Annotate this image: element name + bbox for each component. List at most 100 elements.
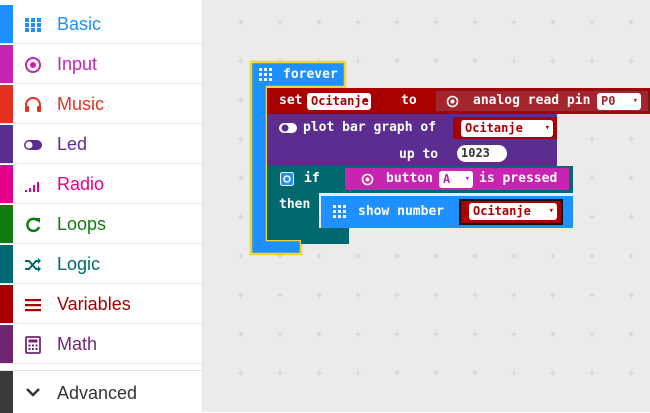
grid-mark [238, 253, 244, 259]
grid-mark [433, 331, 439, 337]
variable-dropdown[interactable]: Ocitanje▾ [461, 120, 553, 137]
grid-mark [316, 253, 322, 259]
toggle-icon [279, 123, 297, 133]
button-dropdown[interactable]: A▾ [439, 171, 473, 188]
grid-mark [589, 175, 595, 181]
category-color-bar [0, 245, 13, 283]
category-radio[interactable]: Radio [0, 165, 202, 204]
gear-icon[interactable] [280, 172, 294, 186]
category-label: Led [57, 134, 88, 154]
grid-mark [355, 19, 361, 25]
shuffle-icon [25, 258, 41, 272]
grid-mark [433, 370, 439, 376]
grid-icon [333, 205, 346, 218]
grid-mark [550, 292, 556, 298]
grid-mark [511, 292, 517, 298]
category-logic[interactable]: Logic [0, 245, 202, 284]
grid-mark [238, 136, 244, 142]
grid-mark [316, 331, 322, 337]
plot-label: plot bar graph of [303, 120, 437, 135]
toolbox-sidebar: Basic Input Music Led [0, 0, 203, 413]
category-loops[interactable]: Loops [0, 205, 202, 244]
signal-bars-icon [25, 182, 39, 192]
grid-mark [472, 370, 478, 376]
grid-mark [238, 58, 244, 64]
grid-mark [394, 331, 400, 337]
category-color-bar [0, 5, 13, 43]
grid-mark [277, 370, 283, 376]
target-icon [361, 173, 374, 186]
toggle-icon [24, 140, 42, 150]
grid-mark [589, 370, 595, 376]
category-label: Variables [57, 294, 131, 314]
grid-mark [511, 253, 517, 259]
grid-mark [589, 331, 595, 337]
grid-mark [628, 331, 634, 337]
category-label: Math [57, 334, 98, 354]
grid-mark [277, 19, 283, 25]
grid-mark [238, 370, 244, 376]
grid-mark [472, 19, 478, 25]
grid-mark [589, 292, 595, 298]
grid-mark [628, 136, 634, 142]
grid-mark [277, 292, 283, 298]
grid-mark [433, 292, 439, 298]
grid-mark [472, 253, 478, 259]
to-label: to [401, 93, 417, 108]
grid-mark [550, 331, 556, 337]
variable-dropdown[interactable]: Ocitanje▾ [469, 203, 557, 220]
grid-mark [550, 58, 556, 64]
category-label: Music [57, 94, 105, 114]
grid-mark [394, 19, 400, 25]
category-label: Basic [57, 14, 102, 34]
pin-dropdown[interactable]: P0▾ [597, 93, 641, 110]
refresh-icon [26, 217, 41, 233]
category-color-bar [0, 125, 13, 163]
category-math[interactable]: Math [0, 325, 202, 364]
category-advanced[interactable]: Advanced [0, 370, 202, 413]
grid-mark [433, 58, 439, 64]
grid-mark [394, 292, 400, 298]
category-color-bar [0, 45, 13, 83]
grid-mark [511, 58, 517, 64]
grid-icon [259, 68, 272, 81]
grid-mark [511, 331, 517, 337]
grid-mark [628, 253, 634, 259]
grid-mark [511, 19, 517, 25]
max-value-field[interactable]: 1023 [457, 145, 507, 162]
grid-mark [511, 370, 517, 376]
grid-mark [472, 292, 478, 298]
grid-mark [394, 58, 400, 64]
grid-mark [394, 370, 400, 376]
grid-mark [355, 331, 361, 337]
grid-mark [433, 19, 439, 25]
grid-mark [628, 370, 634, 376]
headphones-icon [25, 97, 41, 112]
grid-mark [628, 175, 634, 181]
grid-mark [589, 58, 595, 64]
set-label: set [279, 93, 303, 108]
button-label: button [386, 171, 433, 186]
category-basic[interactable]: Basic [0, 5, 202, 44]
forever-label[interactable]: forever [283, 67, 338, 82]
category-label: Advanced [57, 383, 138, 403]
grid-mark [238, 331, 244, 337]
grid-mark [628, 19, 634, 25]
grid-mark [628, 58, 634, 64]
grid-mark [550, 370, 556, 376]
category-color-bar [0, 325, 13, 363]
category-led[interactable]: Led [0, 125, 202, 164]
blocks-workspace[interactable]: forever set Ocitanje▾ to analog read pin… [203, 0, 650, 412]
analog-read-block[interactable] [435, 90, 649, 112]
category-music[interactable]: Music [0, 85, 202, 124]
grid-mark [550, 19, 556, 25]
grid-mark [355, 292, 361, 298]
variable-dropdown[interactable]: Ocitanje▾ [307, 93, 371, 110]
grid-mark [316, 370, 322, 376]
then-label: then [279, 197, 311, 212]
grid-mark [238, 214, 244, 220]
category-input[interactable]: Input [0, 45, 202, 84]
category-variables[interactable]: Variables [0, 285, 202, 324]
category-label: Logic [57, 254, 101, 274]
grid-mark [472, 331, 478, 337]
